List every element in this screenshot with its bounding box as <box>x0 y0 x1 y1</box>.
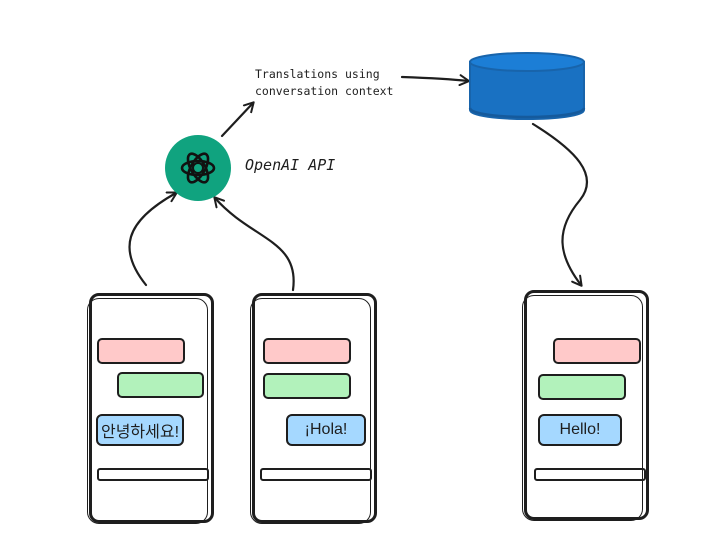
arrow-phone1-to-openai <box>128 191 178 287</box>
openai-circle <box>165 135 231 201</box>
message-input-field <box>97 468 209 481</box>
phone-spanish: ¡Hola! <box>250 293 377 524</box>
message-input-field <box>260 468 372 481</box>
openai-api-label: OpenAI API <box>245 156 336 174</box>
phone-english: Hello! <box>522 290 649 521</box>
message-input-field <box>534 468 646 481</box>
phone-korean: 안녕하세요! <box>87 293 214 524</box>
arrow-openai-to-translations <box>220 101 255 138</box>
message-bar-green <box>538 374 626 400</box>
message-bubble-spanish: ¡Hola! <box>286 414 366 446</box>
openai-node <box>165 135 231 201</box>
arrow-translations-to-database <box>400 74 470 87</box>
openai-logo-icon <box>180 152 216 184</box>
message-bar-green <box>263 373 351 399</box>
message-bar-green <box>117 372 204 398</box>
message-bar-pink <box>263 338 351 364</box>
arrow-phone2-to-openai <box>213 196 295 292</box>
message-bar-pink <box>553 338 641 364</box>
translations-label-line1: Translations using <box>255 67 380 81</box>
message-bubble-korean: 안녕하세요! <box>96 414 184 446</box>
database-icon <box>468 52 586 120</box>
message-bar-pink <box>97 338 185 364</box>
translations-label-line2: conversation context <box>255 84 394 98</box>
message-bubble-english: Hello! <box>538 414 622 446</box>
arrow-database-to-phone3 <box>531 122 588 287</box>
